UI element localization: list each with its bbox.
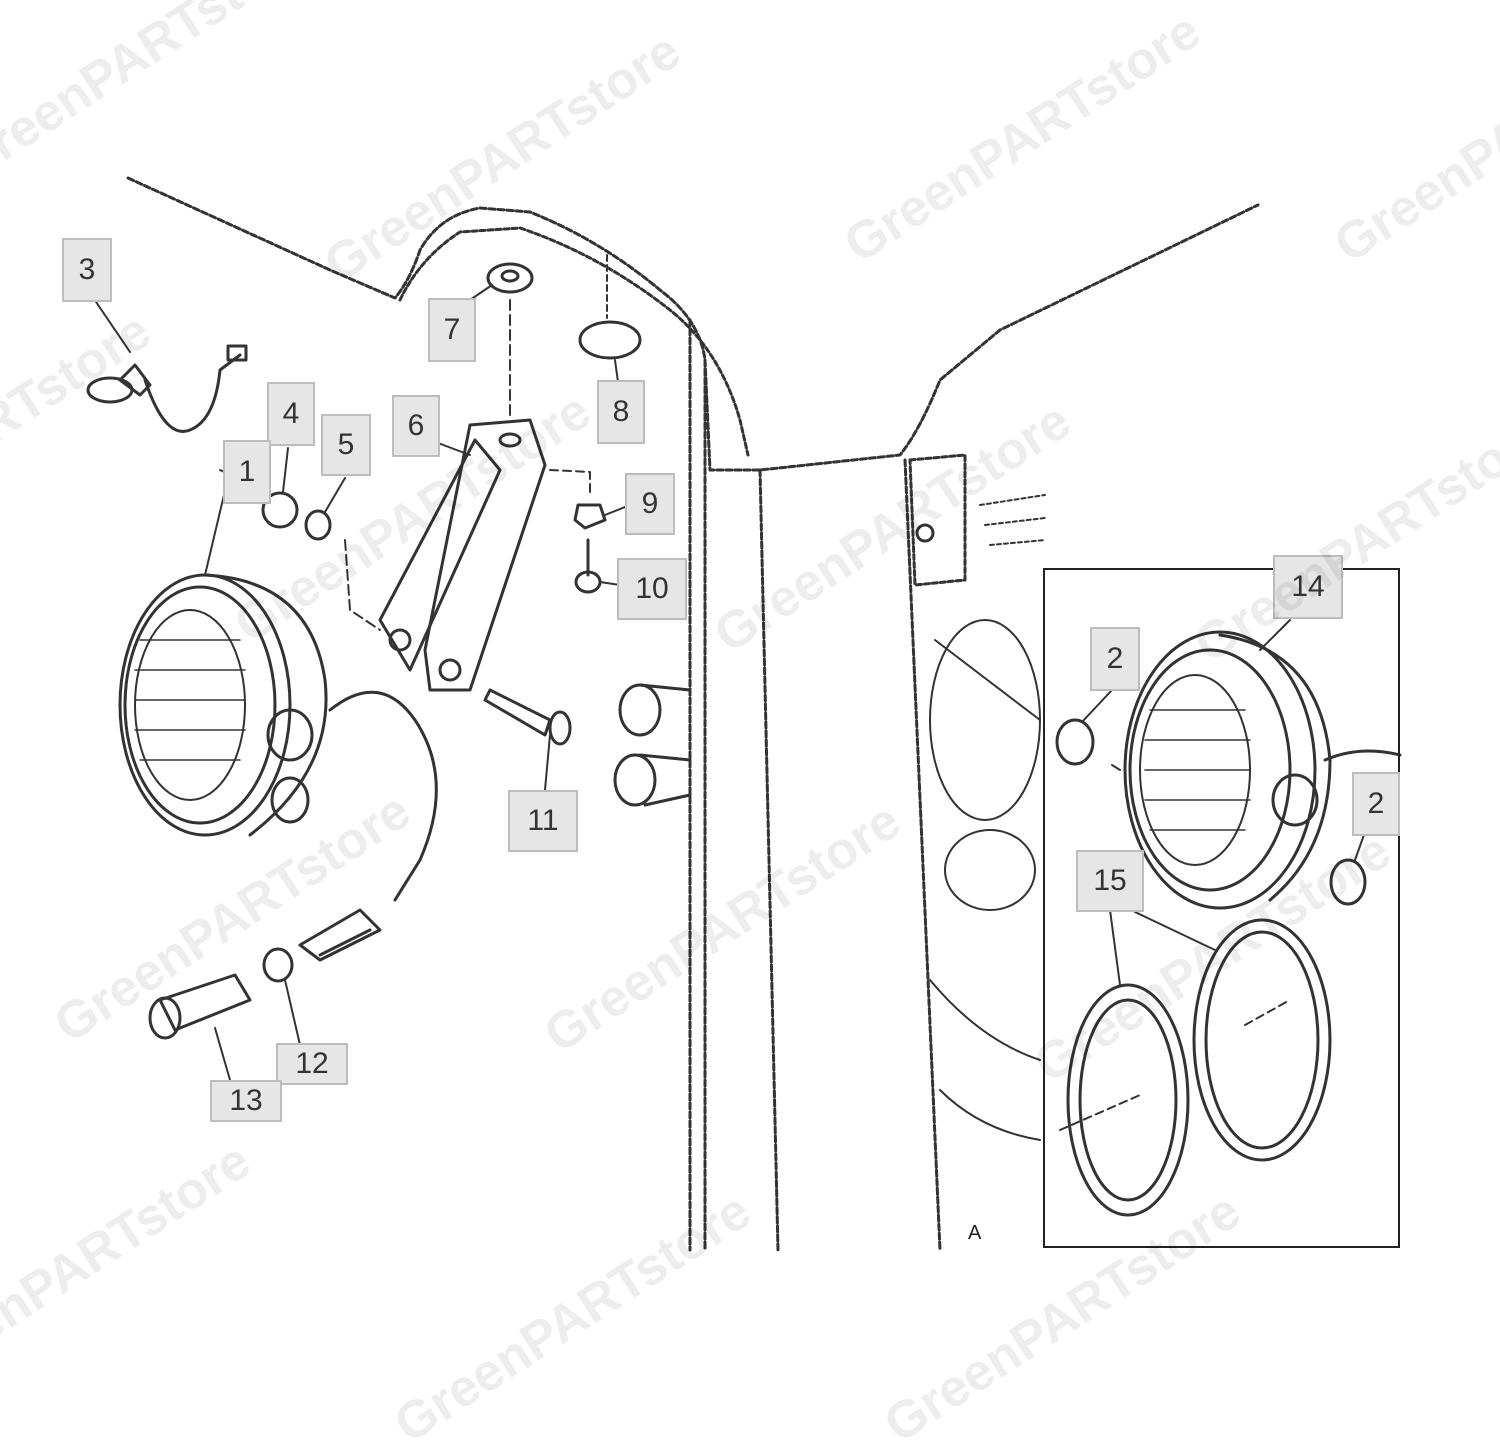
connector-12 xyxy=(262,947,294,983)
callout-2-left[interactable]: 2 xyxy=(1090,627,1140,691)
detail-inset-frame xyxy=(1043,568,1400,1248)
callout-8[interactable]: 8 xyxy=(597,380,645,444)
inset-nut-left xyxy=(1055,718,1095,766)
callout-13[interactable]: 13 xyxy=(210,1080,282,1122)
callout-9[interactable]: 9 xyxy=(625,473,675,535)
callout-14[interactable]: 14 xyxy=(1273,555,1343,619)
callout-7[interactable]: 7 xyxy=(428,298,476,362)
cab-detail xyxy=(908,453,967,587)
bulb-harness xyxy=(86,344,248,433)
callout-3[interactable]: 3 xyxy=(62,238,112,302)
nut-4 xyxy=(261,491,299,529)
bolt-11 xyxy=(483,688,572,746)
callout-10[interactable]: 10 xyxy=(617,558,687,620)
view-marker: A xyxy=(968,1222,982,1244)
callout-5[interactable]: 5 xyxy=(321,414,371,476)
roof-inner-line xyxy=(398,226,750,457)
inset-light-14 xyxy=(1123,630,1402,910)
mounting-bracket xyxy=(378,418,547,692)
callout-4[interactable]: 4 xyxy=(267,382,315,446)
callout-6[interactable]: 6 xyxy=(392,395,440,457)
clip-9 xyxy=(573,503,607,530)
grommet-8 xyxy=(578,320,642,360)
callout-1[interactable]: 1 xyxy=(223,440,271,504)
callout-12[interactable]: 12 xyxy=(276,1043,348,1085)
nut-7 xyxy=(486,262,534,294)
work-light xyxy=(118,573,438,902)
washer-5 xyxy=(304,509,332,541)
callout-2-right[interactable]: 2 xyxy=(1352,772,1400,836)
cab-side-edge xyxy=(903,458,942,1252)
screw-10 xyxy=(574,538,602,594)
inset-rings-15 xyxy=(1066,918,1332,1217)
plug-13 xyxy=(148,973,252,1040)
callout-11[interactable]: 11 xyxy=(508,790,578,852)
roof-outline xyxy=(126,176,1260,472)
inset-nut-right xyxy=(1329,858,1367,906)
callout-15[interactable]: 15 xyxy=(1076,850,1144,912)
post-right-edge xyxy=(758,468,780,1252)
